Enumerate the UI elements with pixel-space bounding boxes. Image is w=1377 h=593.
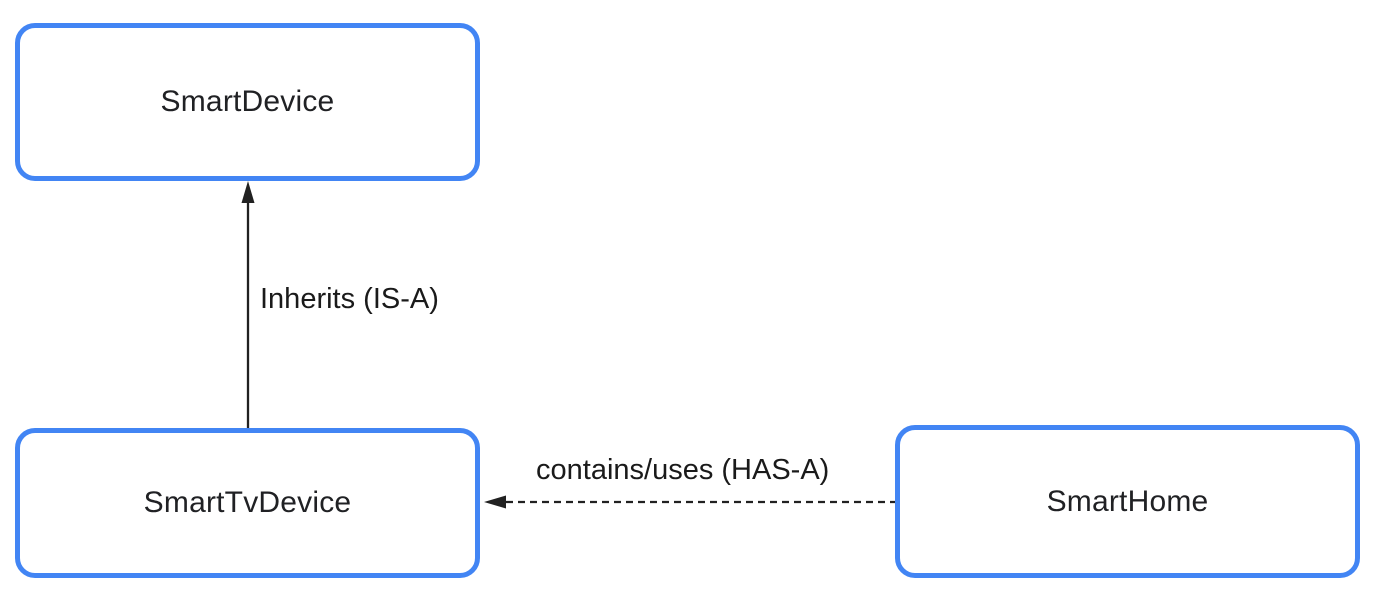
- composition-edge: [484, 495, 895, 509]
- edge-label-inherits: Inherits (IS-A): [260, 283, 439, 315]
- node-smart-home: SmartHome: [895, 425, 1360, 578]
- inheritance-edge: [241, 181, 255, 428]
- node-smart-tv-device: SmartTvDevice: [15, 428, 480, 578]
- edge-label-contains: contains/uses (HAS-A): [536, 454, 830, 486]
- node-smart-device-label: SmartDevice: [160, 85, 335, 118]
- up-arrowhead-icon: [241, 181, 255, 203]
- node-smart-tv-device-label: SmartTvDevice: [143, 486, 352, 519]
- left-arrowhead-icon: [484, 495, 506, 509]
- node-smart-device: SmartDevice: [15, 23, 480, 181]
- node-smart-home-label: SmartHome: [1046, 484, 1209, 518]
